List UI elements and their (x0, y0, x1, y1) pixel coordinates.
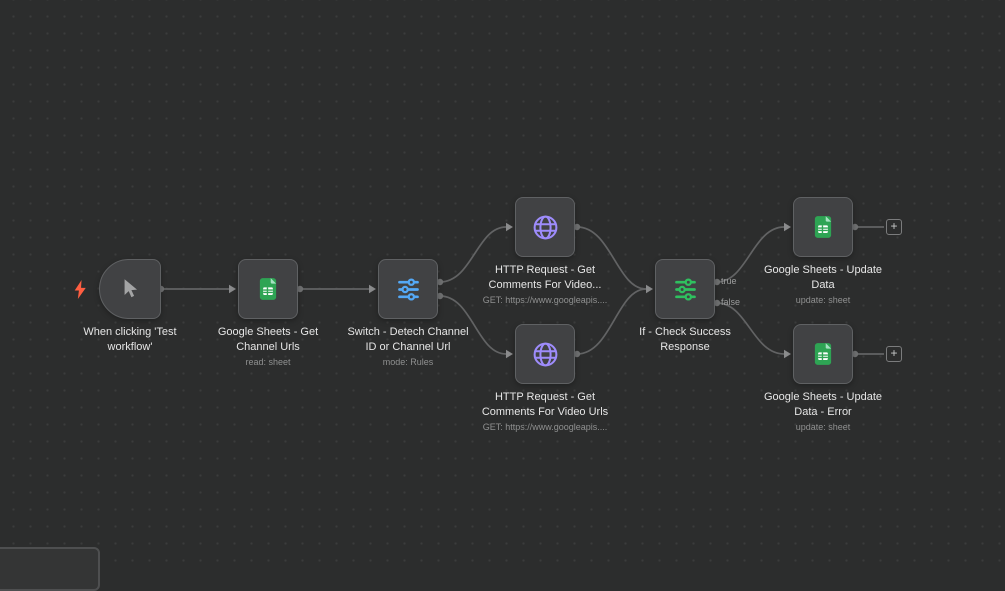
output-port[interactable] (851, 223, 859, 231)
node-switch[interactable] (378, 259, 438, 319)
add-node-button[interactable]: + (886, 219, 902, 235)
output-port-true[interactable] (713, 278, 721, 286)
globe-icon (531, 213, 560, 242)
if-filter-icon (672, 276, 699, 303)
output-port[interactable] (573, 223, 581, 231)
workflow-canvas[interactable] (0, 0, 1005, 565)
output-label-true: true (721, 276, 737, 286)
edge-http-top-if (576, 226, 647, 290)
input-arrow (506, 222, 513, 232)
output-label-false: false (721, 297, 741, 307)
plus-icon: + (890, 219, 898, 233)
output-port-false[interactable] (713, 299, 721, 307)
node-google-sheets-update-error[interactable] (793, 324, 853, 384)
edge-switch-http-bottom (439, 295, 507, 355)
input-arrow (369, 284, 376, 294)
edge-http-bottom-if (576, 288, 647, 355)
output-port[interactable] (436, 278, 444, 286)
output-port[interactable] (573, 350, 581, 358)
google-sheets-icon (255, 276, 281, 302)
globe-icon (531, 340, 560, 369)
switch-icon (395, 276, 422, 303)
zap-icon (74, 280, 87, 304)
node-google-sheets-update[interactable] (793, 197, 853, 257)
edges-layer (157, 222, 884, 359)
google-sheets-icon (810, 341, 836, 367)
node-google-sheets-get[interactable] (238, 259, 298, 319)
node-http-request-video-urls[interactable] (515, 324, 575, 384)
input-arrow (784, 349, 791, 359)
node-manual-trigger[interactable] (99, 259, 161, 319)
edge-if-true-update (716, 226, 785, 283)
add-node-button[interactable]: + (886, 346, 902, 362)
input-arrow (646, 284, 653, 294)
input-arrow (506, 349, 513, 359)
canvas-fragment-node[interactable] (0, 547, 100, 591)
output-port[interactable] (851, 350, 859, 358)
google-sheets-icon (810, 214, 836, 240)
node-if-check[interactable] (655, 259, 715, 319)
edge-if-false-error (716, 302, 785, 355)
plus-icon: + (890, 346, 898, 360)
cursor-icon (117, 276, 143, 302)
output-port[interactable] (436, 292, 444, 300)
edge-switch-http-top (439, 226, 507, 283)
output-port[interactable] (296, 285, 304, 293)
node-http-request-video-id[interactable] (515, 197, 575, 257)
input-arrow (784, 222, 791, 232)
input-arrow (229, 284, 236, 294)
